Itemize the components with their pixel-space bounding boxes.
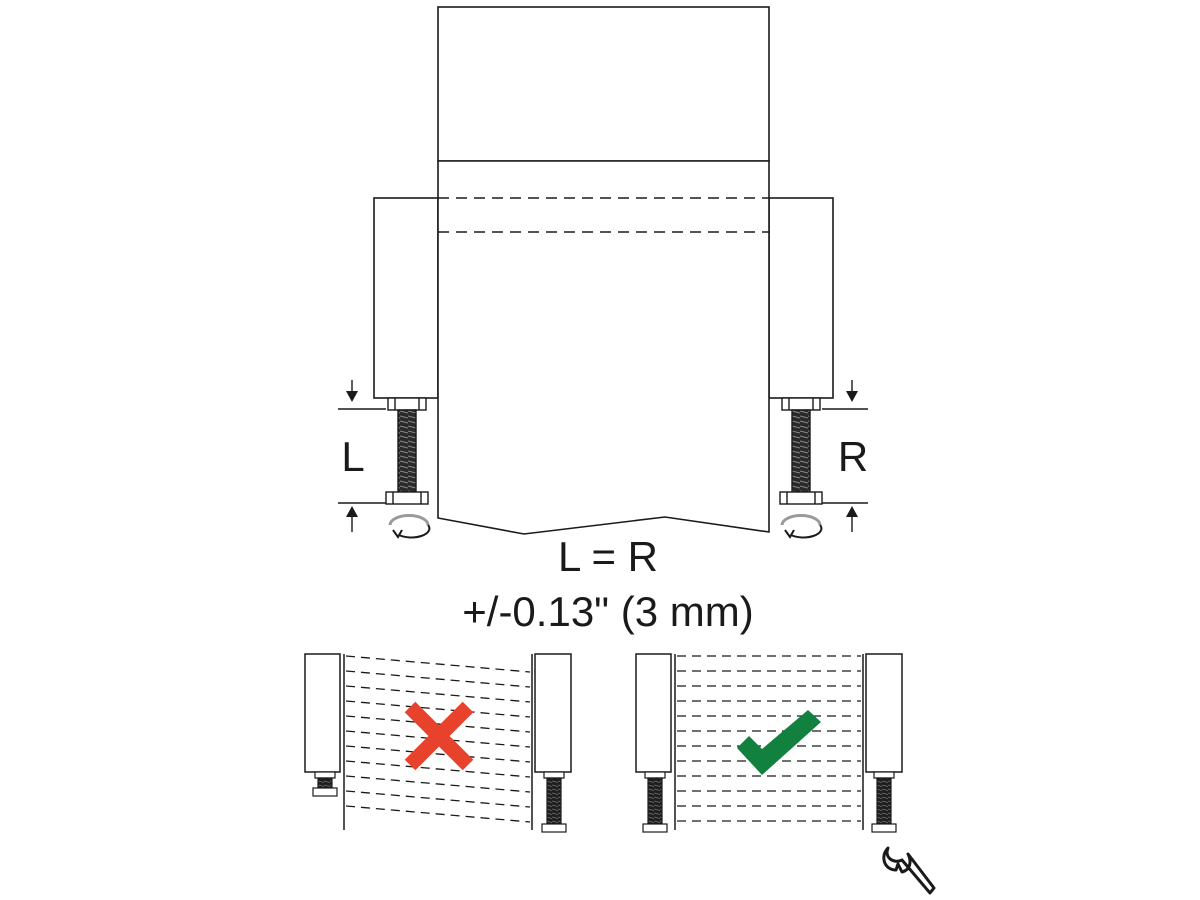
right-post (865, 653, 903, 773)
rotate-arrow-icon (388, 514, 431, 539)
right-leveling-foot (779, 397, 823, 505)
correct-example (635, 653, 936, 895)
left-dimension-label: L (341, 433, 364, 480)
wrench-icon (882, 846, 936, 895)
left-side-panel (373, 197, 439, 399)
light-beams (677, 655, 861, 822)
upper-box (437, 6, 770, 162)
left-leveling-foot (385, 397, 429, 505)
red-x-icon (404, 701, 474, 771)
right-side-panel (768, 197, 834, 399)
left-post (304, 653, 341, 773)
right-post (534, 653, 572, 773)
main-body (437, 160, 770, 535)
green-check-icon (737, 710, 821, 775)
right-dimension-label: R (838, 433, 868, 480)
right-dimension-marker (822, 380, 868, 532)
left-post (635, 653, 672, 773)
incorrect-example (304, 653, 572, 833)
tolerance-label: +/-0.13" (3 mm) (462, 588, 753, 635)
left-dimension-marker (338, 380, 386, 532)
light-beams (345, 655, 531, 823)
equation-label: L = R (558, 533, 658, 580)
cabinet-unit (373, 6, 834, 535)
rotate-arrow-icon (780, 514, 823, 539)
